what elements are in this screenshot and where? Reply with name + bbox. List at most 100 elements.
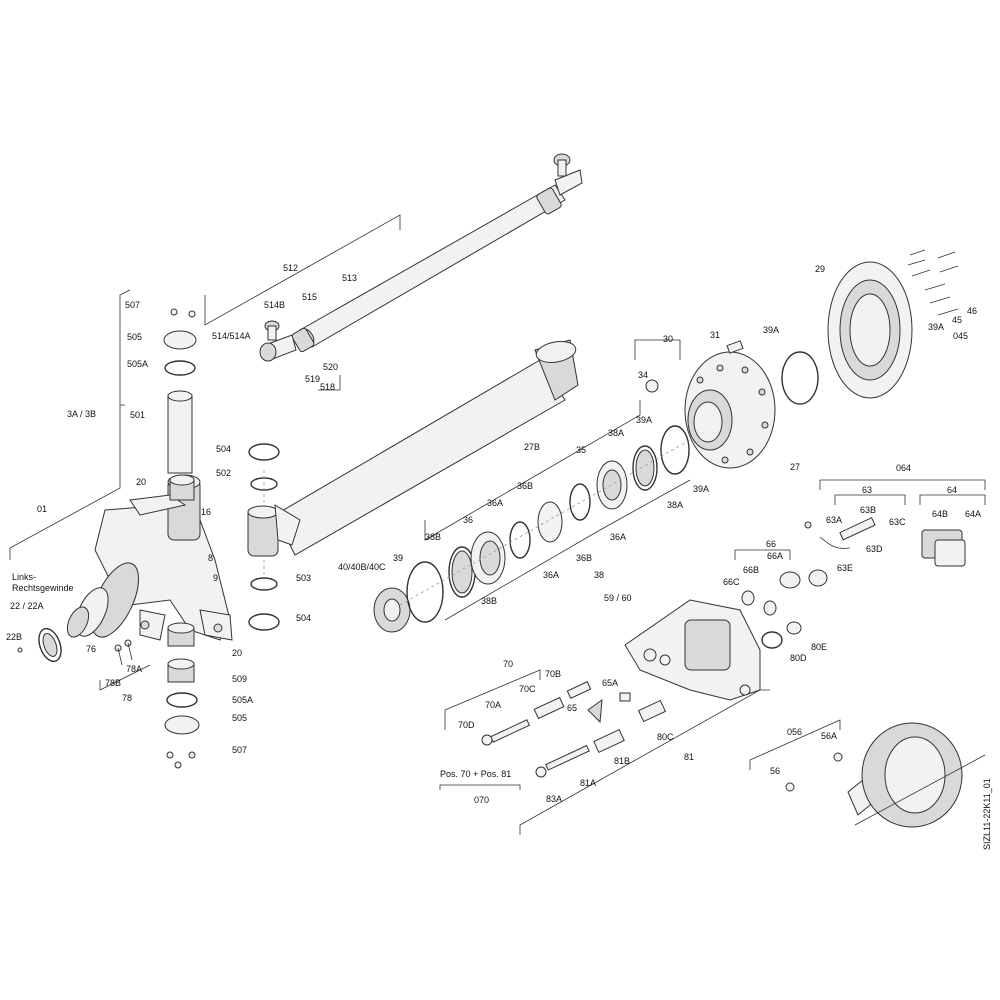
callout-514-514a: 514/514A — [212, 331, 251, 341]
callout-39a-4: 39A — [928, 322, 944, 332]
callout-520: 520 — [323, 362, 338, 372]
callout-81b: 81B — [614, 756, 630, 766]
callout-78a: 78A — [126, 664, 142, 674]
callout-38b-upper: 38B — [425, 532, 441, 542]
caliper-small-parts — [741, 569, 828, 649]
callout-505a-upper: 505A — [127, 359, 148, 369]
callout-63e: 63E — [837, 563, 853, 573]
callout-513: 513 — [342, 273, 357, 283]
callout-503: 503 — [296, 573, 311, 583]
callout-63: 63 — [862, 485, 872, 495]
callout-056: 056 — [787, 727, 802, 737]
callout-63a: 63A — [826, 515, 842, 525]
callout-507-lower: 507 — [232, 745, 247, 755]
callout-63b: 63B — [860, 505, 876, 515]
callout-3a-3b: 3A / 3B — [67, 409, 96, 419]
callout-39a-3: 39A — [763, 325, 779, 335]
kingpin-stack-upper — [163, 308, 197, 501]
callout-504-upper: 504 — [216, 444, 231, 454]
kingpin-stack-lower — [164, 622, 200, 769]
callout-01: 01 — [37, 504, 47, 514]
callout-22b: 22B — [6, 632, 22, 642]
callout-518: 518 — [320, 382, 335, 392]
callout-36b-2: 36B — [576, 553, 592, 563]
callout-46: 46 — [967, 306, 977, 316]
callout-66c: 66C — [723, 577, 740, 587]
callout-9: 9 — [213, 573, 218, 583]
callout-501: 501 — [130, 410, 145, 420]
callout-38b-lower: 38B — [481, 596, 497, 606]
callout-80c: 80C — [657, 732, 674, 742]
guide-pins — [481, 681, 667, 778]
callout-70: 70 — [503, 659, 513, 669]
callout-80e: 80E — [811, 642, 827, 652]
callout-31: 31 — [710, 330, 720, 340]
callout-70b: 70B — [545, 669, 561, 679]
callout-38a-1: 38A — [608, 428, 624, 438]
callout-64a: 64A — [965, 509, 981, 519]
callout-509: 509 — [232, 674, 247, 684]
callout-pos-group: Pos. 70 + Pos. 81 — [440, 769, 511, 779]
callout-045: 045 — [953, 331, 968, 341]
callout-64b: 64B — [932, 509, 948, 519]
brake-disc — [781, 261, 913, 405]
tie-rod-assembly — [259, 153, 583, 362]
callout-512: 512 — [283, 263, 298, 273]
callout-65a: 65A — [602, 678, 618, 688]
callout-64: 64 — [947, 485, 957, 495]
callout-38a-2: 38A — [667, 500, 683, 510]
callout-56a: 56A — [821, 731, 837, 741]
callout-40-40b-40c: 40/40B/40C — [338, 562, 386, 572]
callout-27b: 27B — [524, 442, 540, 452]
callout-70c: 70C — [519, 684, 536, 694]
wheel-hub — [645, 340, 776, 469]
callout-27: 27 — [790, 462, 800, 472]
callout-515: 515 — [302, 292, 317, 302]
axle-beam — [247, 339, 579, 557]
document-id: SIZL11-22K11_01 — [982, 778, 992, 850]
callout-38: 38 — [594, 570, 604, 580]
callout-070: 070 — [474, 795, 489, 805]
callout-39a-2: 39A — [693, 484, 709, 494]
callout-519: 519 — [305, 374, 320, 384]
seal-ring-22 — [17, 627, 62, 663]
callout-36a-2: 36A — [543, 570, 559, 580]
callout-78b: 78B — [105, 678, 121, 688]
callout-81: 81 — [684, 752, 694, 762]
callout-505-upper: 505 — [127, 332, 142, 342]
caliper-assembly-view — [785, 722, 963, 828]
leader-lines — [9, 214, 986, 835]
callout-65: 65 — [567, 703, 577, 713]
callout-35: 35 — [576, 445, 586, 455]
callout-78: 78 — [122, 693, 132, 703]
callout-63c: 63C — [889, 517, 906, 527]
callout-81a: 81A — [580, 778, 596, 788]
wear-sensor — [804, 517, 876, 549]
callout-16: 16 — [201, 507, 211, 517]
callout-56: 56 — [770, 766, 780, 776]
callout-505-lower: 505 — [232, 713, 247, 723]
disc-bolts — [907, 249, 959, 316]
callout-70a: 70A — [485, 700, 501, 710]
callout-514b: 514B — [264, 300, 285, 310]
beam-bushings — [248, 443, 280, 631]
callout-66: 66 — [766, 539, 776, 549]
callout-505a-lower: 505A — [232, 695, 253, 705]
callout-note-thread: Links-Rechtsgewinde — [12, 572, 74, 593]
callout-34: 34 — [638, 370, 648, 380]
callout-76: 76 — [86, 644, 96, 654]
callout-39: 39 — [393, 553, 403, 563]
callout-labels: 01 3A / 3B 507 505 505A 501 20 16 8 9 Li… — [6, 263, 992, 850]
callout-63d: 63D — [866, 544, 883, 554]
callout-36b-1: 36B — [517, 481, 533, 491]
callout-59-60: 59 / 60 — [604, 593, 632, 603]
callout-29: 29 — [815, 264, 825, 274]
callout-8: 8 — [208, 553, 213, 563]
callout-20-lower: 20 — [232, 648, 242, 658]
callout-064: 064 — [896, 463, 911, 473]
callout-80d: 80D — [790, 653, 807, 663]
brake-pad — [921, 529, 966, 567]
callout-36: 36 — [463, 515, 473, 525]
brake-caliper — [624, 599, 761, 701]
